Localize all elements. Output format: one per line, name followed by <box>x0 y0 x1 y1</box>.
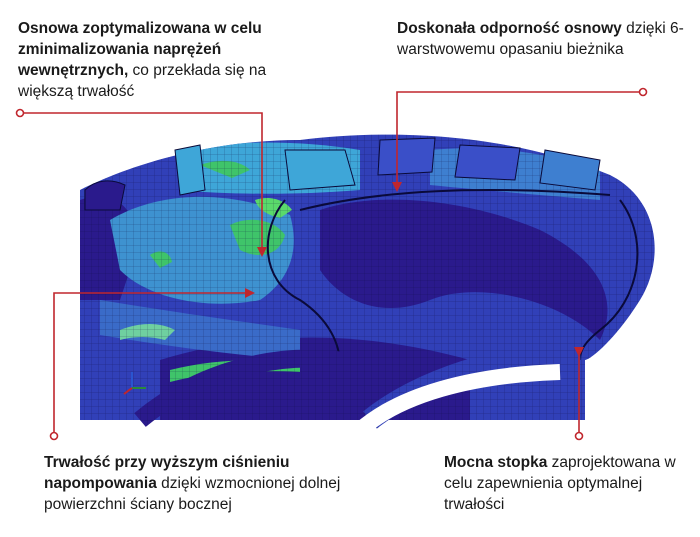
tread-blocks <box>84 137 601 211</box>
callout-bottom-right: Mocna stopka zaprojektowana w celu zapew… <box>444 452 689 515</box>
callout-top-left-text: co przekłada się na większą trwałość <box>18 62 267 100</box>
leader-lines <box>20 91 643 436</box>
callout-bottom-left-text: dzięki wzmocnionej dolnej powierzchni śc… <box>44 475 341 513</box>
leader-endpoints <box>15 87 648 441</box>
callout-bottom-left-bold: Trwałość przy wyższym ciśnieniu napompow… <box>44 454 290 492</box>
axis-triad-icon <box>123 372 146 395</box>
callout-bottom-right-text: zaprojektowana w celu zapewnienia optyma… <box>444 454 676 513</box>
leader-arrowheads <box>245 182 584 357</box>
callout-top-right: Doskonała odporność osnowy dzięki 6-wars… <box>397 18 687 60</box>
rim-arcs <box>134 339 581 437</box>
callout-bottom-left: Trwałość przy wyższym ciśnieniu napompow… <box>44 452 344 515</box>
callout-top-left-bold: Osnowa zoptymalizowana w celu zminimaliz… <box>18 20 262 79</box>
callout-top-right-bold: Doskonała odporność osnowy <box>397 20 622 37</box>
callout-bottom-right-bold: Mocna stopka <box>444 454 548 471</box>
callout-top-right-text: dzięki 6-warstwowemu opasaniu bieżnika <box>397 20 684 58</box>
callout-top-left: Osnowa zoptymalizowana w celu zminimaliz… <box>18 18 318 102</box>
